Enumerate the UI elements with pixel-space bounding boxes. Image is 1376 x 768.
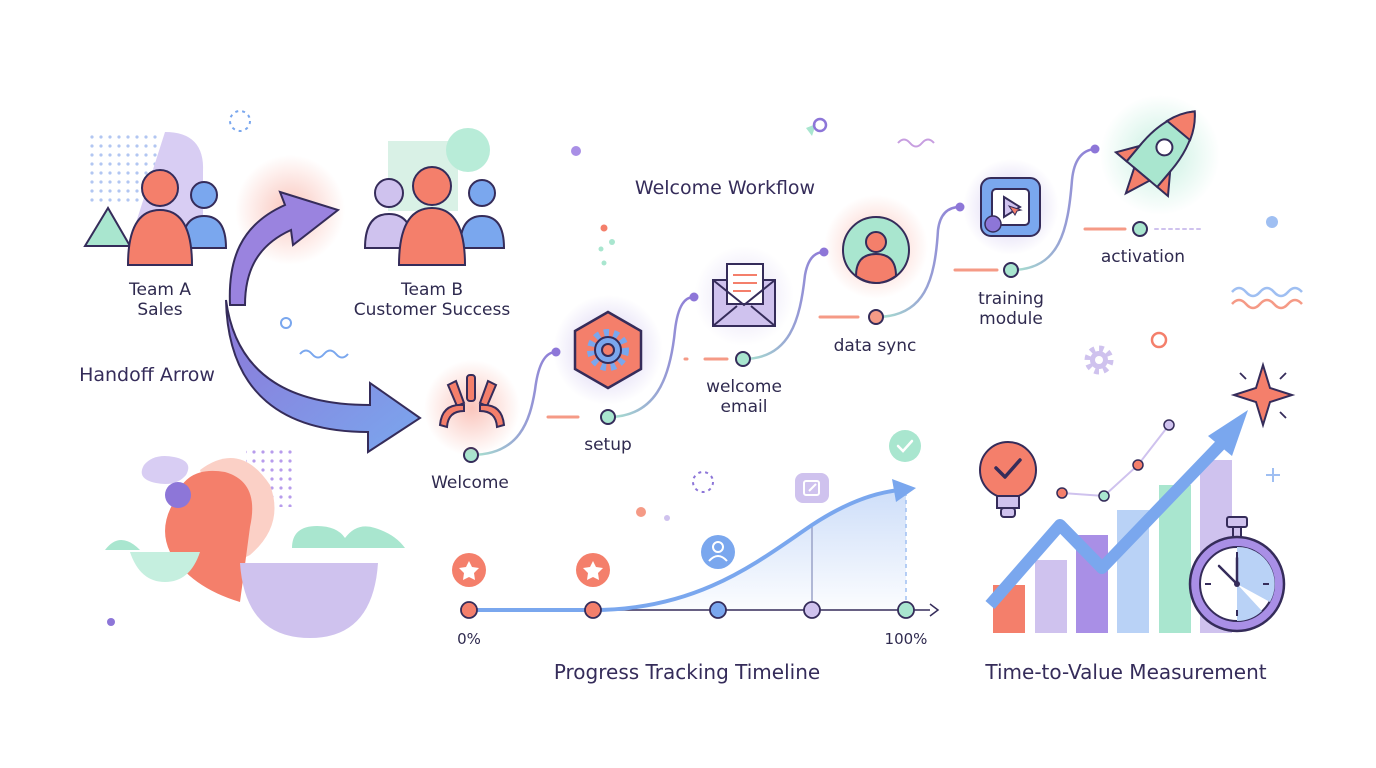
- user-icon: [824, 195, 928, 299]
- envelope-icon: [694, 246, 794, 346]
- lightbulb-check-icon: [979, 441, 1037, 518]
- welcome-sparkle-icon: [424, 360, 520, 456]
- team-b-icon: [363, 128, 506, 266]
- user-badge-icon: [701, 535, 735, 569]
- timeline-end-label: 100%: [884, 630, 928, 648]
- workflow-node-data-sync: [868, 309, 884, 325]
- team-b-name: Team B: [401, 280, 463, 300]
- workflow-node-setup: [600, 409, 616, 425]
- workflow-step-activation: activation: [1100, 247, 1186, 267]
- video-play-icon: [963, 159, 1059, 255]
- team-a-icon: [83, 132, 228, 266]
- star-badge-icon: [576, 553, 610, 587]
- workflow-title: Welcome Workflow: [634, 177, 816, 199]
- workflow-node-welcome-email: [735, 351, 751, 367]
- handoff-arrow-label: Handoff Arrow: [79, 364, 215, 386]
- rocket-icon: [1100, 95, 1220, 215]
- gear-icon: [553, 295, 663, 405]
- handoff-arrow-icon: [225, 155, 422, 454]
- edit-badge-icon: [795, 473, 829, 503]
- team-a-role: Sales: [137, 300, 183, 320]
- timeline-title: Progress Tracking Timeline: [553, 660, 821, 684]
- workflow-step-setup: setup: [584, 435, 632, 455]
- sparkle-star-icon: [1230, 361, 1296, 429]
- team-b-role: Customer Success: [353, 300, 511, 320]
- progress-timeline: [452, 430, 940, 619]
- time-to-value-graphic: [979, 361, 1296, 633]
- stopwatch-icon: [1188, 516, 1286, 633]
- workflow-node-training-module: [1003, 262, 1019, 278]
- timeline-start-label: 0%: [457, 630, 481, 648]
- workflow-node-activation: [1132, 221, 1148, 237]
- workflow-connector-path: [469, 147, 1201, 457]
- team-a-name: Team A: [129, 280, 191, 300]
- workflow-step-data-sync: data sync: [833, 336, 917, 356]
- workflow-step-welcome-email-line1: welcome: [706, 377, 782, 397]
- abstract-blob-cluster: [105, 445, 405, 638]
- workflow-step-training-line1: training: [978, 289, 1044, 309]
- ttv-title: Time-to-Value Measurement: [985, 660, 1267, 684]
- small-gear-icon: [1084, 345, 1114, 375]
- workflow-step-training-line2: module: [979, 309, 1043, 329]
- workflow-step-welcome-email-line2: email: [720, 397, 768, 417]
- workflow-step-welcome: Welcome: [431, 473, 509, 493]
- decorative-shapes: [107, 110, 1303, 626]
- star-badge-icon: [452, 553, 486, 587]
